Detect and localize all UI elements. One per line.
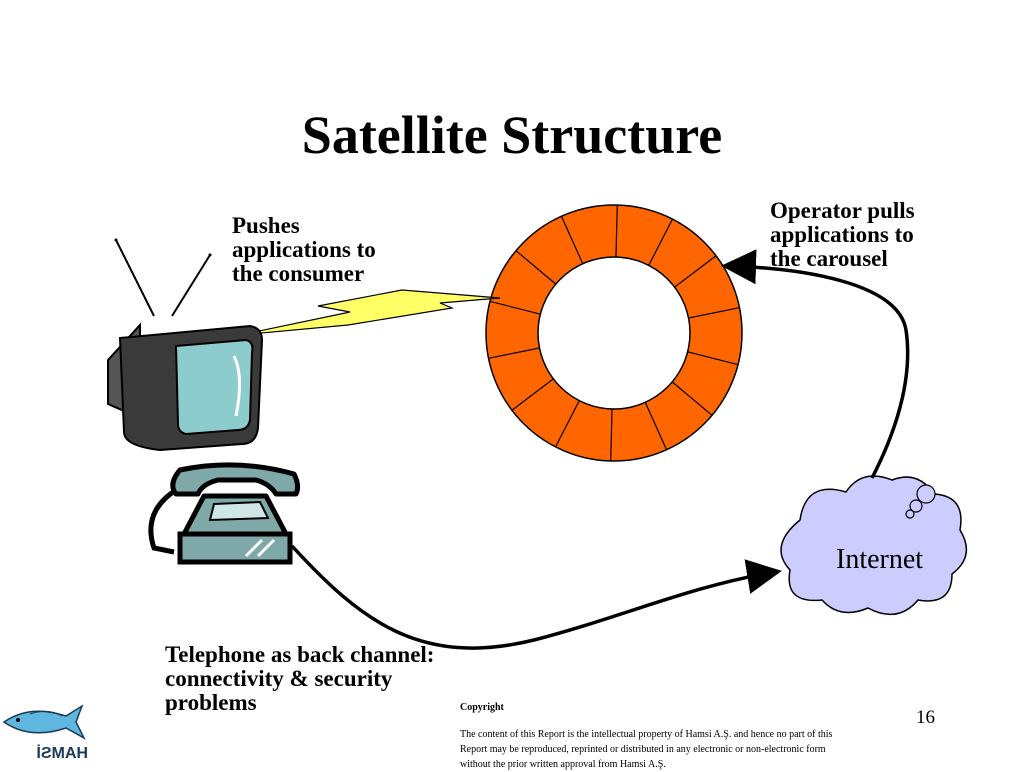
carousel-segment-divider <box>671 381 713 416</box>
fish-logo-icon: HAMSİ <box>2 704 88 762</box>
copyright-line: without the prior written approval from … <box>460 759 666 770</box>
carousel-segment-divider <box>615 205 618 258</box>
lightning-icon <box>239 289 501 336</box>
carousel-segment-divider <box>674 255 717 288</box>
operator-label-line: the carousel <box>770 246 888 271</box>
carousel-ring-icon <box>485 204 743 462</box>
operator-label: Operator pulls applications to the carou… <box>770 199 1010 271</box>
carousel-segment-divider <box>688 307 740 319</box>
telephone-label: Telephone as back channel: connectivity … <box>165 643 525 715</box>
operator-label-line: Operator pulls <box>770 198 915 223</box>
copyright-line: The content of this Report is the intell… <box>460 729 833 740</box>
carousel-segment-divider <box>488 347 540 359</box>
telephone-label-line: problems <box>165 690 257 715</box>
tv-icon <box>107 238 264 452</box>
push-label-line: the consumer <box>232 261 365 286</box>
carousel-segment-divider <box>648 218 674 266</box>
telephone-label-line: connectivity & security <box>165 666 393 691</box>
telephone-label-line: Telephone as back channel: <box>165 642 435 667</box>
carousel-segment-divider <box>560 216 584 264</box>
push-label-line: Pushes <box>232 213 300 238</box>
page-number: 16 <box>916 707 935 728</box>
carousel-segment-divider <box>515 250 557 285</box>
telephone-icon <box>148 462 301 565</box>
carousel-segment-divider <box>644 402 668 450</box>
carousel-segment-divider <box>610 408 613 461</box>
push-label-line: applications to <box>232 237 376 262</box>
internet-label: Internet <box>836 544 924 575</box>
slide-title: Satellite Structure <box>301 105 723 165</box>
operator-label-line: applications to <box>770 222 914 247</box>
carousel-segment-divider <box>489 300 541 315</box>
carousel-segment-divider <box>511 378 554 411</box>
push-label: Pushes applications to the consumer <box>232 214 452 286</box>
copyright-line: Report may be reproduced, reprinted or d… <box>460 744 826 755</box>
arrow-internet-to-carousel <box>721 249 910 479</box>
carousel-segment-divider <box>554 400 580 448</box>
copyright-notice: Copyright The content of this Report is … <box>460 700 1000 772</box>
logo-text: HAMSİ <box>36 744 88 762</box>
carousel-segment-divider <box>687 351 739 366</box>
copyright-heading: Copyright <box>460 702 504 713</box>
arrow-telephone-to-internet <box>290 544 782 650</box>
